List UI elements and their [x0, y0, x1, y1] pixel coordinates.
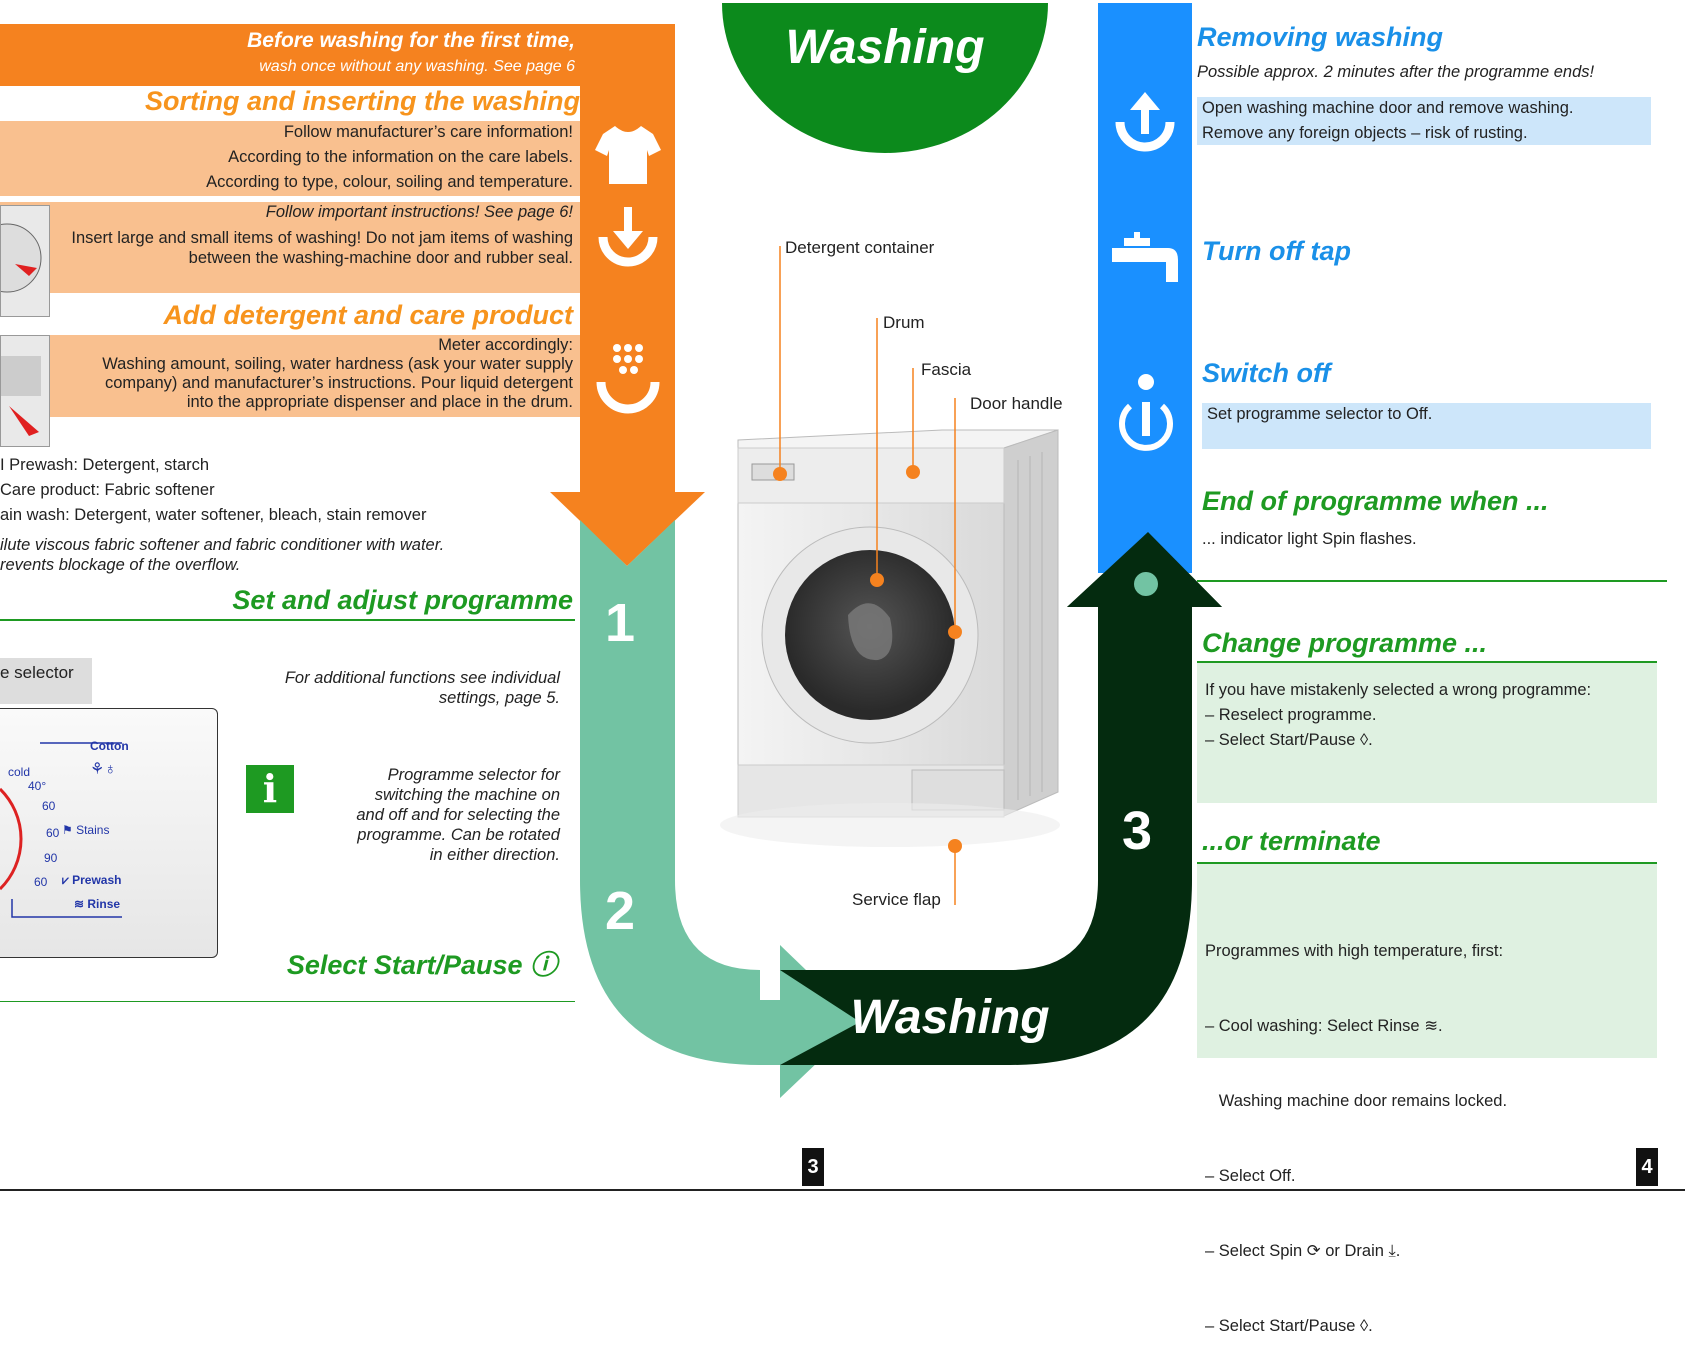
change-rule [1197, 661, 1657, 663]
insert-icon [598, 207, 658, 267]
cotton-icon: ⚘♁ [90, 761, 117, 778]
page-number-3: 3 [802, 1148, 824, 1186]
follow-note: Follow important instructions! See page … [265, 203, 573, 221]
removing-title: Removing washing [1197, 22, 1444, 52]
change-title: Change programme ... [1202, 628, 1488, 658]
change-box [1197, 663, 1657, 803]
rinse-icon: ≋ [74, 897, 88, 911]
dilute-note: ilute viscous fabric softener and fabric… [0, 536, 445, 574]
dial-60c: 60 [34, 875, 48, 889]
door-image [0, 205, 50, 317]
status-dot [1134, 572, 1158, 596]
label-door-handle: Door handle [970, 394, 1063, 413]
select-start-title: Select Start/Pause ⓘ [286, 950, 557, 980]
terminate-box [1197, 864, 1657, 1058]
bottom-rule-left [0, 1001, 575, 1002]
detergent-title: Add detergent and care product [163, 300, 573, 330]
selector-tab: e selector [0, 658, 92, 704]
remove-icon [1115, 92, 1175, 152]
step-3: 3 [1122, 801, 1153, 861]
label-service-flap: Service flap [852, 890, 941, 909]
orange-arrow [550, 492, 705, 566]
light-green-path [580, 520, 860, 1098]
bottom-title: Washing [850, 991, 1050, 1044]
top-semicircle [722, 3, 1048, 153]
detergent-box [0, 335, 580, 417]
terminate-text: Programmes with high temperature, first:… [1205, 942, 1508, 1335]
label-drum: Drum [883, 313, 925, 332]
removing-sub: Possible approx. 2 minutes after the pro… [1197, 63, 1595, 81]
prewash-row: ⩗ Prewash [62, 873, 122, 887]
end-rule [1197, 580, 1667, 582]
stains-icon: ⚑ [62, 823, 77, 837]
removing-text: Open washing machine door and remove was… [1202, 99, 1574, 142]
additional-note: For additional functions see individual … [284, 669, 560, 707]
sorting-box [0, 121, 580, 196]
detergent-icon [596, 344, 660, 414]
insert-box [0, 202, 580, 293]
switch-title: Switch off [1202, 358, 1331, 388]
first-wash-title: Before washing for the first time, [247, 29, 575, 52]
flow-graphic [550, 3, 1222, 1098]
dial-cotton: Cotton [90, 739, 129, 753]
first-wash-banner: Before washing for the first time, wash … [0, 24, 675, 86]
dark-green-path [780, 532, 1222, 1065]
first-wash-sub: wash once without any washing. See page … [259, 58, 575, 75]
dial-40: 40° [28, 779, 47, 793]
removing-box [1197, 97, 1651, 145]
set-rule [0, 619, 575, 621]
info-switch-icon [1119, 374, 1173, 451]
dial-60b: 60 [46, 826, 60, 840]
top-title: Washing [785, 21, 985, 74]
drawer-image [0, 335, 50, 447]
shirt-icon [595, 126, 661, 184]
label-fascia: Fascia [921, 360, 972, 379]
switch-box [1202, 403, 1651, 449]
insert-text: Insert large and small items of washing!… [71, 229, 573, 267]
tap-icon [1112, 232, 1178, 282]
label-detergent-container: Detergent container [785, 238, 935, 257]
sorting-text: Follow manufacturer’s care information! … [206, 123, 573, 191]
selector-panel: Cotton ⚘♁ cold 40° 60 60 ⚑ Stains 90 60 … [0, 708, 218, 958]
tap-title: Turn off tap [1202, 236, 1351, 266]
info-icon: i [246, 765, 294, 813]
prewash-icon: ⩗ [62, 873, 73, 887]
stains-row: ⚑ Stains [62, 823, 110, 837]
rinse-row: ≋ Rinse [74, 897, 121, 911]
end-text: ... indicator light Spin flashes. [1202, 530, 1417, 548]
callout-lines [773, 246, 962, 905]
terminate-rule [1197, 862, 1657, 864]
page-number-4: 4 [1636, 1148, 1658, 1186]
change-text: If you have mistakenly selected a wrong … [1205, 681, 1592, 749]
dispenser-list: I Prewash: Detergent, starch Care produc… [0, 456, 427, 524]
terminate-title: ...or terminate [1202, 826, 1381, 856]
end-title: End of programme when ... [1202, 486, 1549, 516]
programme-note: Programme selector for switching the mac… [356, 766, 560, 864]
washing-machine-illustration [720, 429, 1060, 847]
detergent-text: Meter accordingly: Washing amount, soili… [102, 336, 573, 411]
step-1: 1 [605, 593, 636, 653]
bottom-border [0, 1189, 1685, 1191]
dial-cold: cold [8, 765, 31, 779]
sorting-title: Sorting and inserting the washing [144, 86, 580, 116]
set-title: Set and adjust programme [232, 585, 573, 615]
dial-60a: 60 [42, 799, 56, 813]
step-2: 2 [605, 881, 636, 941]
dial-90: 90 [44, 851, 58, 865]
switch-text: Set programme selector to Off. [1207, 405, 1433, 423]
